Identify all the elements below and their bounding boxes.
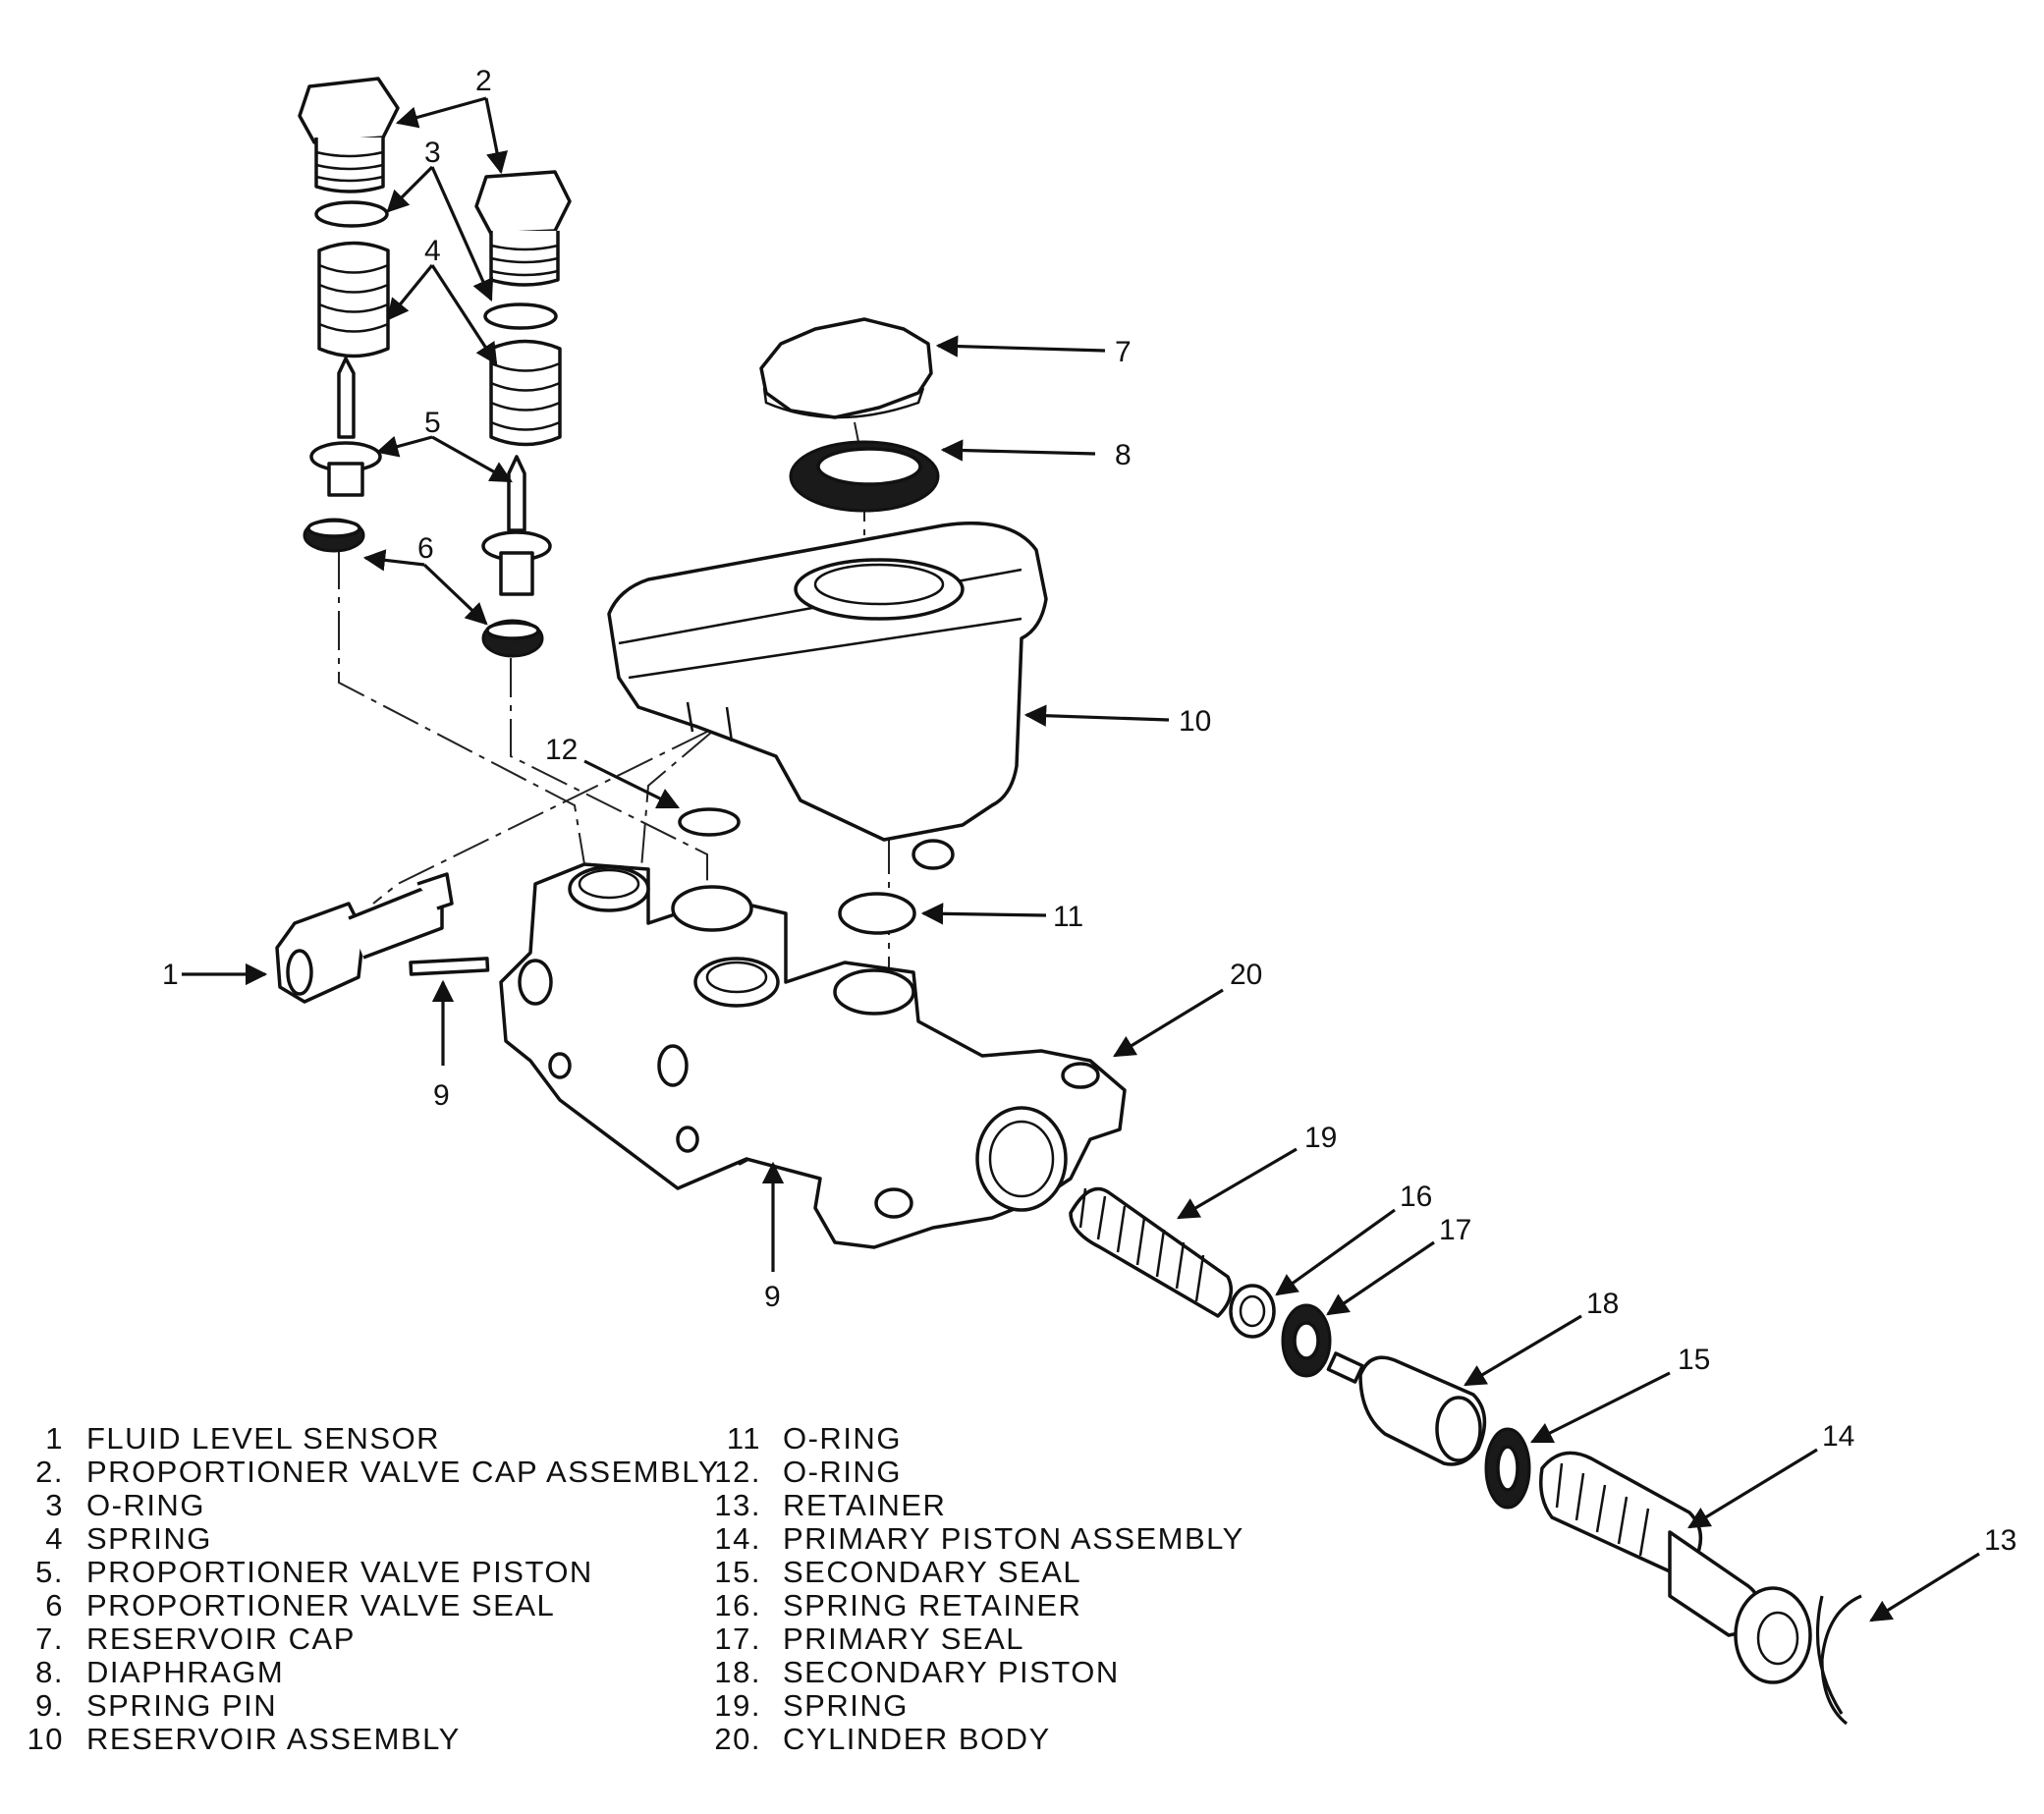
legend-num-13: 13. (714, 1488, 761, 1522)
leader-lines (182, 96, 1980, 1622)
retainer (1815, 1594, 1862, 1726)
legend-label-8: DIAPHRAGM (86, 1655, 284, 1689)
legend-num-17: 17. (714, 1622, 761, 1656)
legend-label-15: SECONDARY SEAL (783, 1555, 1081, 1589)
legend-num-18: 18. (714, 1655, 761, 1689)
legend-num-14: 14. (714, 1521, 761, 1556)
callout-1: 1 (162, 959, 179, 991)
callout-19: 19 (1304, 1122, 1337, 1154)
callout-6: 6 (417, 532, 434, 565)
o-ring-11 (838, 892, 916, 935)
callout-2: 2 (475, 65, 492, 97)
legend-num-1: 1 (45, 1421, 64, 1456)
legend-label-16: SPRING RETAINER (783, 1588, 1081, 1622)
spring-19 (1069, 1186, 1234, 1318)
legend-label-2: PROPORTIONER VALVE CAP ASSEMBLY (86, 1455, 720, 1489)
legend-label-1: FLUID LEVEL SENSOR (86, 1421, 440, 1456)
legend-label-13: RETAINER (783, 1488, 946, 1522)
legend-label-11: O-RING (783, 1421, 902, 1456)
legend-num-5: 5. (35, 1555, 64, 1589)
legend-label-3: O-RING (86, 1488, 205, 1522)
legend-num-16: 16. (714, 1588, 761, 1622)
legend-label-17: PRIMARY SEAL (783, 1622, 1024, 1656)
callout-13: 13 (1984, 1524, 2016, 1557)
callout-15: 15 (1678, 1344, 1710, 1376)
callout-7: 7 (1115, 336, 1132, 368)
proportioner-valve-piston-right (481, 455, 552, 596)
proportioner-valve-cap-left (298, 77, 400, 193)
callout-5: 5 (424, 407, 441, 439)
legend-label-19: SPRING (783, 1688, 909, 1723)
legend-num-2: 2. (35, 1455, 64, 1489)
callout-labels: 1 2 3 4 5 6 7 8 9 9 10 11 12 13 14 15 16… (162, 65, 2016, 1557)
legend-num-12: 12. (714, 1455, 761, 1489)
secondary-seal (1484, 1427, 1531, 1510)
callout-3: 3 (424, 137, 441, 169)
legend-num-8: 8. (35, 1655, 64, 1689)
o-ring-3-right (483, 302, 558, 330)
proportioner-valve-seal-left (303, 518, 365, 553)
legend-num-4: 4 (45, 1521, 64, 1556)
proportioner-valve-cap-right (474, 170, 572, 287)
spring-4-left (317, 241, 390, 358)
callout-8: 8 (1115, 439, 1132, 471)
spring-retainer (1229, 1284, 1276, 1339)
legend-label-18: SECONDARY PISTON (783, 1655, 1120, 1689)
legend-num-9: 9. (35, 1688, 64, 1723)
legend-num-15: 15. (714, 1555, 761, 1589)
legend-label-6: PROPORTIONER VALVE SEAL (86, 1588, 555, 1622)
diaphragm (789, 440, 940, 513)
callout-14: 14 (1822, 1420, 1854, 1453)
primary-seal (1281, 1303, 1332, 1378)
o-ring-12 (678, 807, 741, 837)
legend-num-20: 20. (714, 1722, 761, 1756)
legend-num-6: 6 (45, 1588, 64, 1622)
proportioner-valve-piston-left (309, 357, 382, 497)
legend-num-7: 7. (35, 1622, 64, 1656)
legend-label-10: RESERVOIR ASSEMBLY (86, 1722, 461, 1756)
legend-label-9: SPRING PIN (86, 1688, 277, 1723)
reservoir-cap (759, 317, 933, 419)
o-ring-3-left (314, 200, 389, 228)
callout-16: 16 (1400, 1181, 1432, 1213)
cylinder-body (499, 862, 1127, 1249)
legend-num-10: 10 (28, 1722, 64, 1756)
callout-4: 4 (424, 235, 441, 267)
callout-11: 11 (1053, 901, 1083, 933)
legend-label-7: RESERVOIR CAP (86, 1622, 356, 1656)
legend-label-4: SPRING (86, 1521, 212, 1556)
proportioner-valve-seal-right (481, 619, 544, 658)
spring-pin-upper (409, 957, 490, 976)
callout-18: 18 (1586, 1288, 1619, 1320)
legend-label-12: O-RING (783, 1455, 902, 1489)
callout-9-lower: 9 (764, 1281, 781, 1313)
callout-10: 10 (1179, 705, 1211, 738)
callout-17: 17 (1439, 1214, 1471, 1246)
callout-20: 20 (1230, 959, 1262, 991)
legend-label-14: PRIMARY PISTON ASSEMBLY (783, 1521, 1244, 1556)
legend-label-20: CYLINDER BODY (783, 1722, 1051, 1756)
spring-4-right (489, 339, 562, 447)
fluid-level-sensor (275, 872, 454, 1004)
callout-9-upper: 9 (433, 1079, 450, 1112)
legend-num-11: 11 (727, 1421, 761, 1456)
legend-label-5: PROPORTIONER VALVE PISTON (86, 1555, 593, 1589)
legend-num-3: 3 (45, 1488, 64, 1522)
reservoir-assembly (607, 522, 1048, 870)
secondary-piston (1326, 1351, 1487, 1466)
primary-piston-assembly (1539, 1451, 1812, 1684)
callout-12: 12 (545, 734, 578, 766)
parts-legend: 1 FLUID LEVEL SENSOR 2. PROPORTIONER VAL… (28, 1421, 1244, 1756)
legend-num-19: 19. (714, 1688, 761, 1723)
